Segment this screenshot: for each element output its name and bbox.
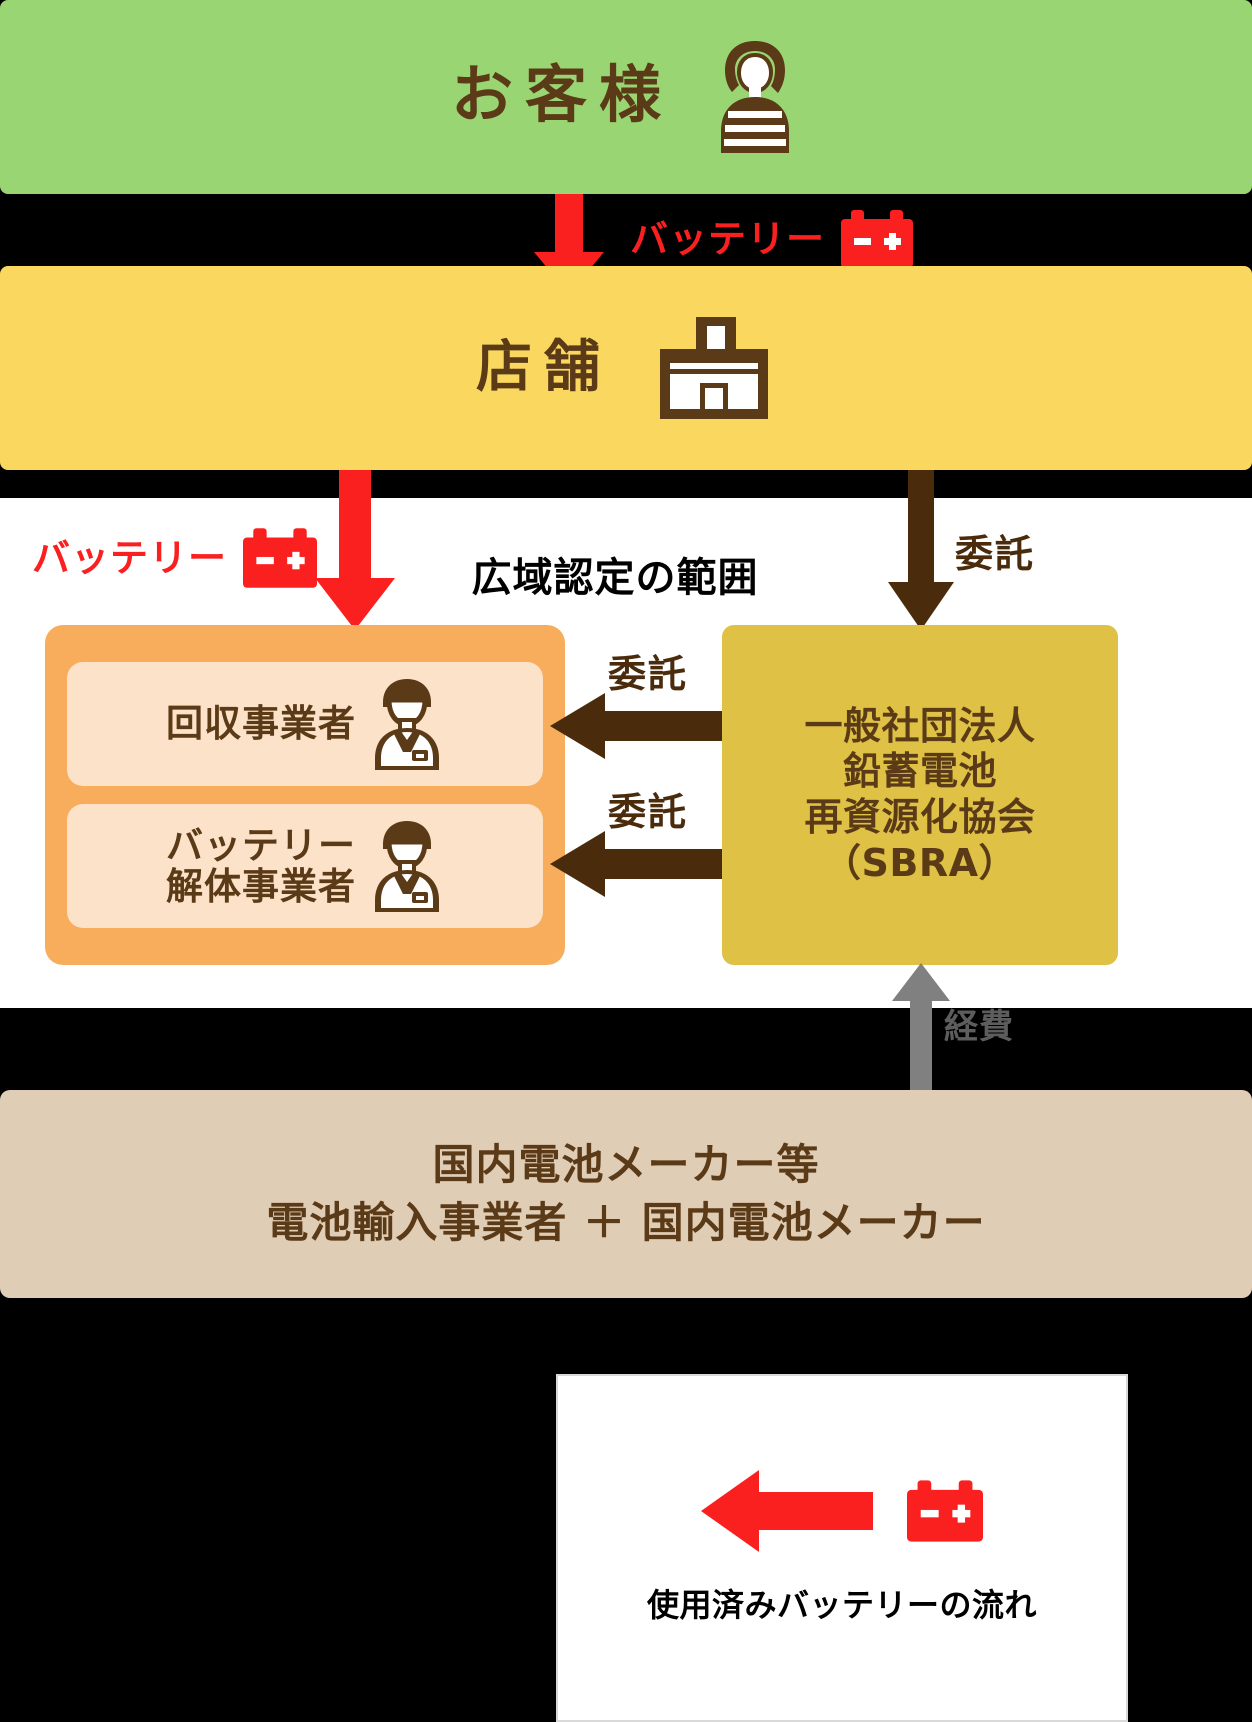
- sbra-line-2: 鉛蓄電池: [842, 749, 997, 794]
- store-building-icon: [660, 317, 768, 419]
- operator-card-dismantler: バッテリー 解体事業者: [67, 804, 543, 928]
- battery-label-text-2: バッテリー: [32, 536, 228, 580]
- store-label: 店舗: [476, 335, 612, 400]
- battery-icon: [907, 1480, 983, 1542]
- sbra-label: 一般社団法人 鉛蓄電池 再資源化協会 （SBRA）: [804, 704, 1035, 886]
- makers-box: 国内電池メーカー等 電池輸入事業者 ＋ 国内電池メーカー: [0, 1090, 1252, 1298]
- legend-caption: 使用済みバッテリーの流れ: [646, 1586, 1037, 1624]
- battery-label-store-to-operators: バッテリー: [32, 528, 318, 588]
- customer-person-icon: [721, 41, 789, 153]
- itaku-arrow-sbra-to-dismantler: [550, 831, 728, 897]
- operator-card-dismantler-label: バッテリー 解体事業者: [166, 823, 356, 908]
- sbra-line-4: （SBRA）: [822, 840, 1017, 885]
- scope-title: 広域認定の範囲: [471, 555, 759, 601]
- operator-group: 回収事業者 バッテリー 解体事業者: [45, 625, 565, 965]
- customer-label: お客様: [450, 58, 673, 131]
- keihi-label: 経費: [944, 1007, 1014, 1047]
- itaku-label-sbra-to-dismantler: 委託: [608, 790, 689, 834]
- makers-line-2: 電池輸入事業者 ＋ 国内電池メーカー: [266, 1198, 986, 1247]
- battery-label-text: バッテリー: [630, 217, 826, 261]
- legend-row: [701, 1470, 983, 1552]
- battery-icon: [841, 210, 914, 268]
- operator-card-collector: 回収事業者: [67, 662, 543, 786]
- makers-line-1: 国内電池メーカー等: [432, 1139, 820, 1189]
- itaku-arrow-store-to-sbra: [888, 470, 954, 630]
- battery-flow-arrow-store-to-operators: [315, 470, 395, 630]
- itaku-label-sbra-to-collector: 委託: [608, 652, 689, 696]
- battery-icon: [243, 528, 318, 588]
- operator-card-dismantler-line1: バッテリー: [166, 823, 356, 867]
- operator-card-collector-label: 回収事業者: [166, 702, 356, 746]
- battery-label-customer-to-store: バッテリー: [630, 210, 914, 268]
- sbra-box: 一般社団法人 鉛蓄電池 再資源化協会 （SBRA）: [722, 625, 1118, 965]
- itaku-arrow-sbra-to-collector: [550, 693, 728, 759]
- worker-person-icon: [375, 821, 439, 912]
- operator-card-dismantler-line2: 解体事業者: [166, 865, 356, 908]
- sbra-line-3: 再資源化協会: [804, 795, 1036, 839]
- store-band: 店舗: [0, 266, 1252, 470]
- keihi-arrow-makers-to-sbra: [892, 963, 950, 1093]
- customer-band: お客様: [0, 0, 1252, 194]
- left-arrow-icon: [701, 1470, 873, 1552]
- itaku-label-store-to-sbra: 委託: [955, 532, 1036, 576]
- sbra-line-1: 一般社団法人: [804, 703, 1036, 748]
- legend-box: 使用済みバッテリーの流れ: [556, 1374, 1128, 1722]
- worker-person-icon: [375, 679, 439, 770]
